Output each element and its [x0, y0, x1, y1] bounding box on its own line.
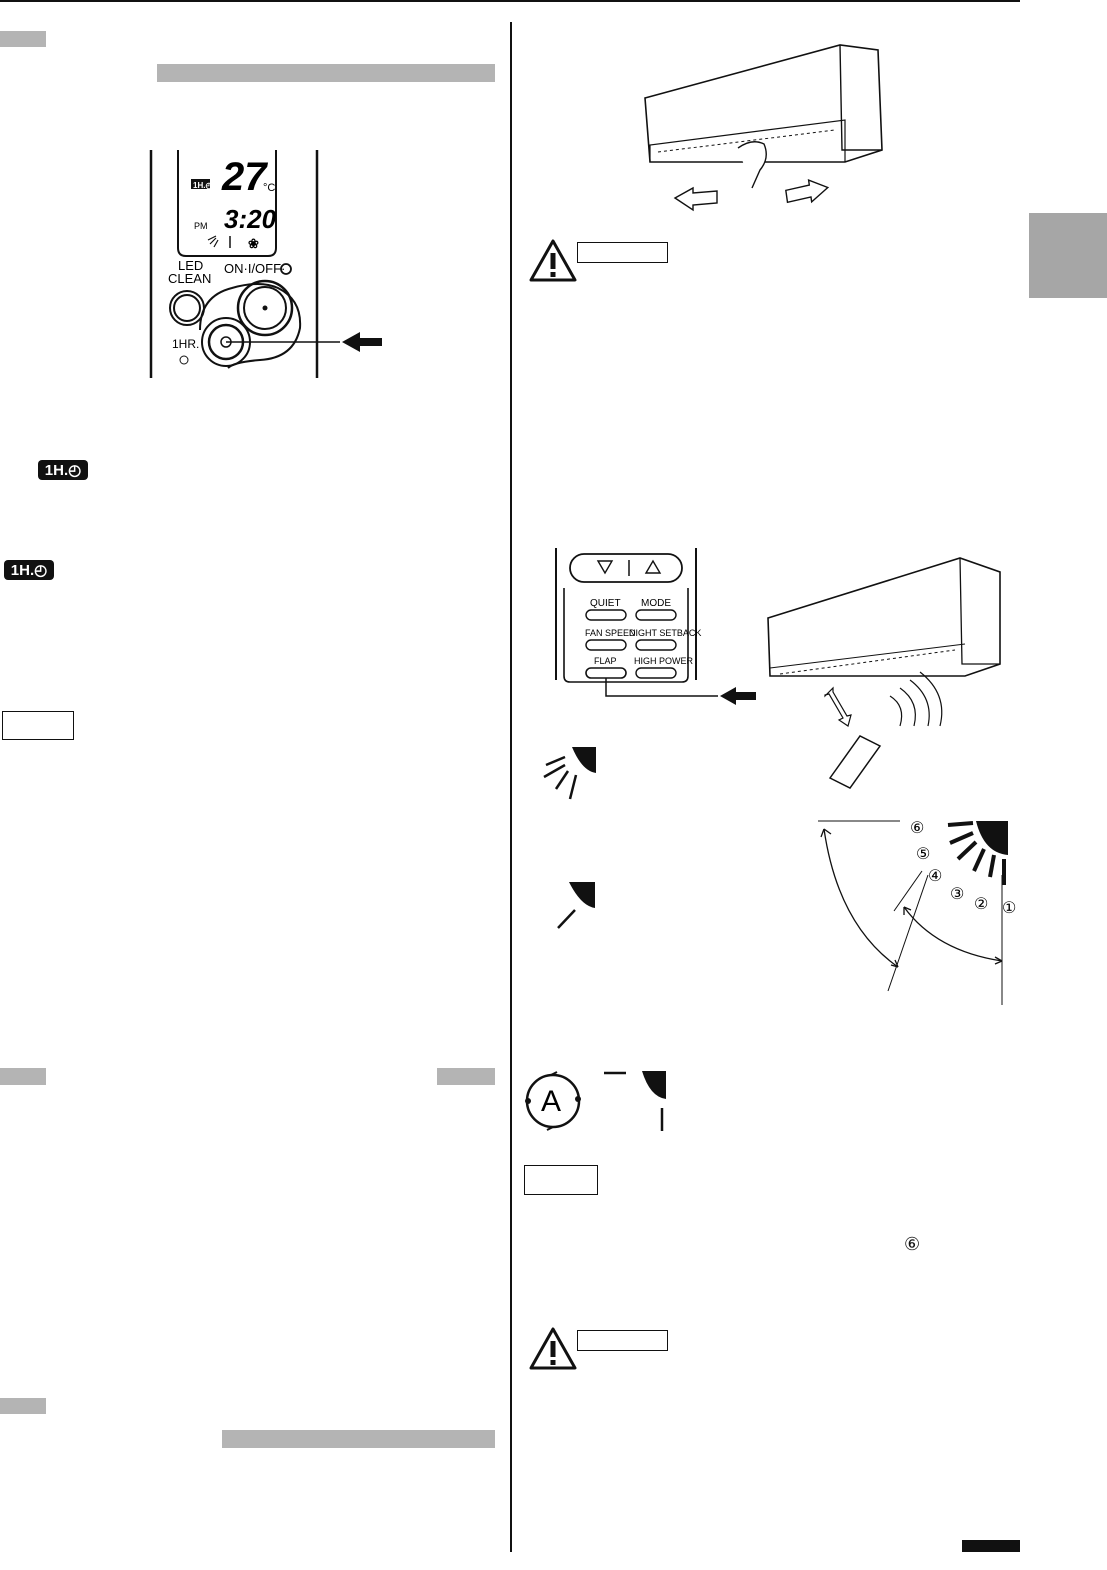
arrow-left-icon	[673, 186, 718, 212]
arrow-right-icon	[785, 179, 830, 204]
led-clean-button	[169, 290, 205, 326]
flap-fixed-icon	[557, 882, 595, 929]
night-setback-button	[635, 639, 677, 651]
indoor-unit-flap-illustration	[767, 557, 1001, 789]
caution-label-box-2	[577, 1330, 668, 1351]
note-label-box	[2, 711, 74, 740]
led-label-line2: CLEAN	[168, 271, 211, 286]
high-power-label: HIGH POWER	[634, 656, 694, 666]
lcd-pm: PM	[194, 221, 208, 231]
auto-letter: A	[541, 1085, 561, 1118]
section-tag-2	[0, 1068, 46, 1085]
section-tag-1	[0, 31, 46, 47]
lcd-fan-icon: ❀	[248, 236, 259, 251]
warning-icon-1	[529, 239, 577, 282]
pointer-arrow-icon	[342, 332, 382, 352]
lcd-temp-unit: °C	[263, 182, 275, 194]
remote-small-icon	[828, 735, 882, 789]
remote-timer-illustration: 1H.◴ 27 °C PM 3:20 ❀ LED CLEAN ON·I/OFF·…	[149, 150, 382, 378]
top-rule	[0, 0, 1020, 2]
flap-position-6: ⑥	[910, 820, 924, 837]
flap-position-1: ①	[1002, 900, 1016, 917]
caution-label-box-1	[577, 242, 668, 263]
indoor-unit-hand-illustration	[644, 44, 883, 212]
fan-speed-button	[585, 639, 627, 651]
section-tag-3	[0, 1398, 46, 1414]
onoff-label: ON·I/OFF·	[224, 261, 285, 276]
column-divider	[510, 22, 512, 1552]
swing-arrow-icon	[824, 686, 852, 727]
lcd-temperature: 27	[221, 155, 268, 199]
note-position-ref: ⑥	[904, 1234, 921, 1254]
night-setback-label: NIGHT SETBACK	[629, 628, 701, 638]
timer-badge-icon-1: 1H.◴	[38, 460, 88, 480]
flap-button	[585, 667, 627, 679]
auto-flap-icon: A	[525, 1071, 666, 1131]
section-heading-bar-3	[222, 1430, 495, 1448]
flap-position-5: ⑤	[916, 846, 930, 863]
mode-label: MODE	[641, 598, 671, 609]
warning-icon-2	[529, 1327, 577, 1370]
flap-remote-illustration: QUIET MODE FAN SPEED NIGHT SETBACK FLAP …	[555, 548, 756, 705]
side-tab	[1029, 213, 1107, 298]
page-number-block	[962, 1540, 1020, 1552]
down-arrow-icon	[596, 560, 614, 575]
flap-swing-icon	[543, 747, 596, 800]
lcd-flap-icon	[207, 235, 219, 248]
flap-label: FLAP	[594, 656, 617, 666]
flap-position-3: ③	[950, 886, 964, 903]
section-heading-bar-1	[157, 64, 495, 82]
led-label-line1: LED	[178, 258, 203, 273]
timer-badge-icon-2: 1H.◴	[4, 560, 54, 580]
quiet-label: QUIET	[590, 598, 621, 609]
flap-position-4: ④	[928, 868, 942, 885]
fan-speed-label: FAN SPEED	[585, 628, 636, 638]
note-label-box-right	[524, 1165, 598, 1195]
mode-button	[635, 609, 677, 621]
quiet-button	[585, 609, 627, 621]
pointer-arrow-icon-2	[720, 687, 756, 705]
high-power-button	[635, 667, 677, 679]
1hr-label: 1HR.	[172, 337, 199, 351]
onoff-button	[236, 279, 294, 337]
up-arrow-icon	[644, 559, 662, 574]
lcd-timer-badge: 1H.◴	[193, 181, 212, 190]
flap-position-2: ②	[974, 896, 988, 913]
lcd-time: 3:20	[224, 204, 277, 234]
flap-angle-diagram: ① ② ③ ④ ⑤ ⑥	[818, 820, 1016, 1005]
section-tag-2-right	[437, 1068, 495, 1085]
